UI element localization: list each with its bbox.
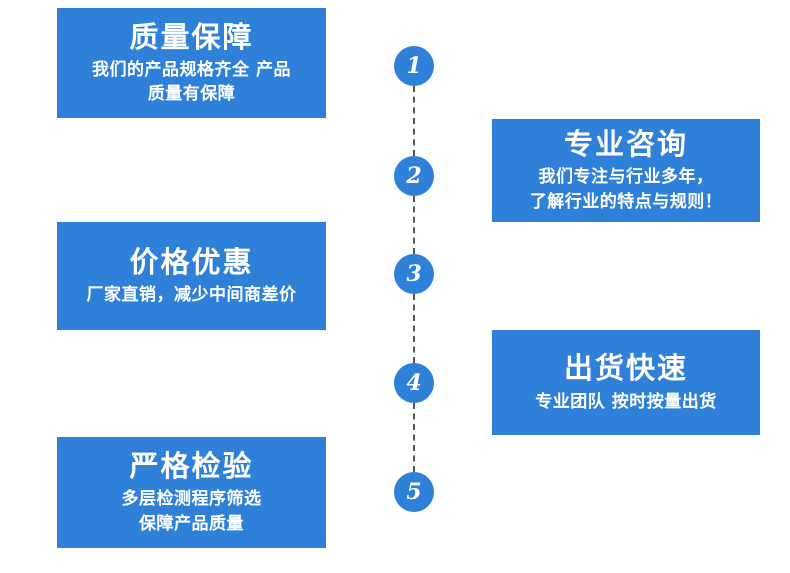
timeline-dashed-segment bbox=[413, 86, 415, 156]
feature-card-subtitle-line: 了解行业的特点与规则！ bbox=[529, 191, 723, 212]
feature-card-subtitle-line: 质量有保障 bbox=[147, 84, 236, 105]
timeline-step-2[interactable]: 2 bbox=[394, 156, 434, 196]
feature-card-subtitle-line: 我们专注与行业多年， bbox=[538, 167, 714, 188]
feature-card-consulting[interactable]: 专业咨询 我们专注与行业多年， 了解行业的特点与规则！ bbox=[492, 119, 760, 222]
feature-card-subtitle: 我们专注与行业多年， 了解行业的特点与规则！ bbox=[530, 165, 723, 213]
timeline-step-3[interactable]: 3 bbox=[394, 254, 434, 294]
feature-card-title: 专业咨询 bbox=[563, 127, 688, 162]
feature-card-subtitle: 专业团队 按时按量出货 bbox=[535, 390, 716, 414]
feature-card-shipping[interactable]: 出货快速 专业团队 按时按量出货 bbox=[492, 330, 760, 435]
timeline-dashed-segment bbox=[413, 196, 415, 254]
feature-card-subtitle-line: 我们的产品规格齐全 产品 bbox=[92, 59, 291, 80]
feature-card-price[interactable]: 价格优惠 厂家直销，减少中间商差价 bbox=[57, 222, 326, 330]
timeline-step-1[interactable]: 1 bbox=[394, 46, 434, 86]
feature-card-subtitle-line: 多层检测程序筛选 bbox=[121, 489, 262, 510]
timeline-step-5[interactable]: 5 bbox=[394, 472, 434, 512]
feature-card-subtitle: 我们的产品规格齐全 产品 质量有保障 bbox=[92, 58, 291, 106]
feature-card-subtitle: 多层检测程序筛选 保障产品质量 bbox=[122, 487, 262, 535]
feature-card-title: 质量保障 bbox=[129, 19, 254, 54]
feature-card-title: 严格检验 bbox=[129, 449, 254, 484]
feature-card-quality[interactable]: 质量保障 我们的产品规格齐全 产品 质量有保障 bbox=[57, 8, 326, 118]
feature-card-inspection[interactable]: 严格检验 多层检测程序筛选 保障产品质量 bbox=[57, 437, 326, 548]
feature-card-subtitle-line: 厂家直销，减少中间商差价 bbox=[86, 285, 297, 306]
feature-card-title: 出货快速 bbox=[563, 351, 688, 386]
timeline-step-4[interactable]: 4 bbox=[394, 363, 434, 403]
timeline-dashed-segment bbox=[413, 294, 415, 363]
timeline-dashed-segment bbox=[413, 403, 415, 472]
feature-card-subtitle: 厂家直销，减少中间商差价 bbox=[87, 283, 297, 307]
feature-card-subtitle-line: 保障产品质量 bbox=[139, 513, 244, 534]
feature-card-title: 价格优惠 bbox=[129, 244, 254, 279]
timeline-connector: 1 2 3 4 5 bbox=[394, 0, 434, 573]
feature-card-subtitle-line: 专业团队 按时按量出货 bbox=[535, 391, 717, 412]
